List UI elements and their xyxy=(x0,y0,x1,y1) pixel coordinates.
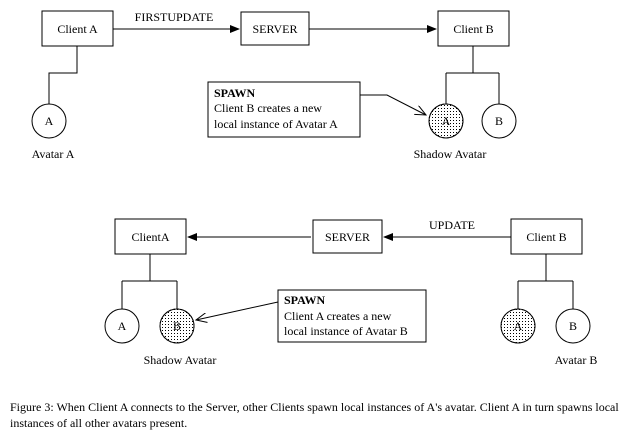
top-server-label: SERVER xyxy=(252,22,297,36)
bottom-server-box xyxy=(312,219,383,254)
bottom-client-a-label: ClientA xyxy=(132,230,170,244)
bottom-diagram: ClientA SERVER UPDATE Client B A B Shado… xyxy=(104,218,598,367)
bottom-spawn-pointer-arrow xyxy=(196,301,279,320)
bottom-spawn-note-box xyxy=(277,289,427,343)
top-shadow-avatar-letter: A xyxy=(442,114,451,128)
bottom-shadow-avatar-label: Shadow Avatar xyxy=(144,353,217,367)
top-client-a-label: Client A xyxy=(57,22,98,36)
bottom-shadow-avatar-dots xyxy=(159,308,195,344)
figure-caption: Figure 3: When Client A connects to the … xyxy=(10,400,619,430)
top-client-b-label: Client B xyxy=(453,22,493,36)
bottom-shadow-avatar-letter: B xyxy=(173,319,181,333)
bottom-avatar-a-letter: A xyxy=(118,319,127,333)
top-avatar-b-letter: B xyxy=(495,114,503,128)
bottom-shadow-avatar-a-dots xyxy=(500,308,536,344)
top-diagram: Client A FIRSTUPDATE SERVER Client B A A… xyxy=(31,10,517,161)
top-spawn-note-box xyxy=(207,81,361,138)
top-avatar-a-label: Avatar A xyxy=(32,147,75,161)
top-spawn-line-1: Client B creates a new xyxy=(214,101,322,115)
bottom-avatar-a-circle xyxy=(104,308,140,344)
top-avatar-b-circle xyxy=(481,103,517,139)
top-spawn-title: SPAWN xyxy=(214,86,255,100)
bottom-avatar-b-circle xyxy=(555,308,591,344)
bottom-client-b-box xyxy=(510,218,583,255)
bottom-update-label: UPDATE xyxy=(429,218,475,232)
top-spawn-pointer-arrow xyxy=(360,94,426,115)
bottom-server-label: SERVER xyxy=(325,230,370,244)
bottom-client-b-label: Client B xyxy=(526,230,566,244)
top-client-b-box xyxy=(437,10,510,47)
bottom-spawn-title: SPAWN xyxy=(284,293,325,307)
top-avatar-a-circle xyxy=(31,103,67,139)
top-client-a-box xyxy=(41,10,114,47)
top-client-a-connector xyxy=(48,46,78,104)
bottom-spawn-line-1: Client A creates a new xyxy=(284,309,392,323)
top-server-box xyxy=(240,11,310,46)
top-shadow-avatar-label: Shadow Avatar xyxy=(414,147,487,161)
top-firstupdate-label: FIRSTUPDATE xyxy=(135,10,214,24)
bottom-avatar-b-label: Avatar B xyxy=(555,353,598,367)
top-spawn-line-2: local instance of Avatar A xyxy=(214,117,338,131)
top-avatar-a-letter: A xyxy=(45,114,54,128)
top-shadow-avatar-dots xyxy=(428,103,464,139)
bottom-avatar-b-letter: B xyxy=(569,319,577,333)
bottom-spawn-line-2: local instance of Avatar B xyxy=(284,324,408,338)
bottom-shadow-avatar-a-letter: A xyxy=(514,319,523,333)
